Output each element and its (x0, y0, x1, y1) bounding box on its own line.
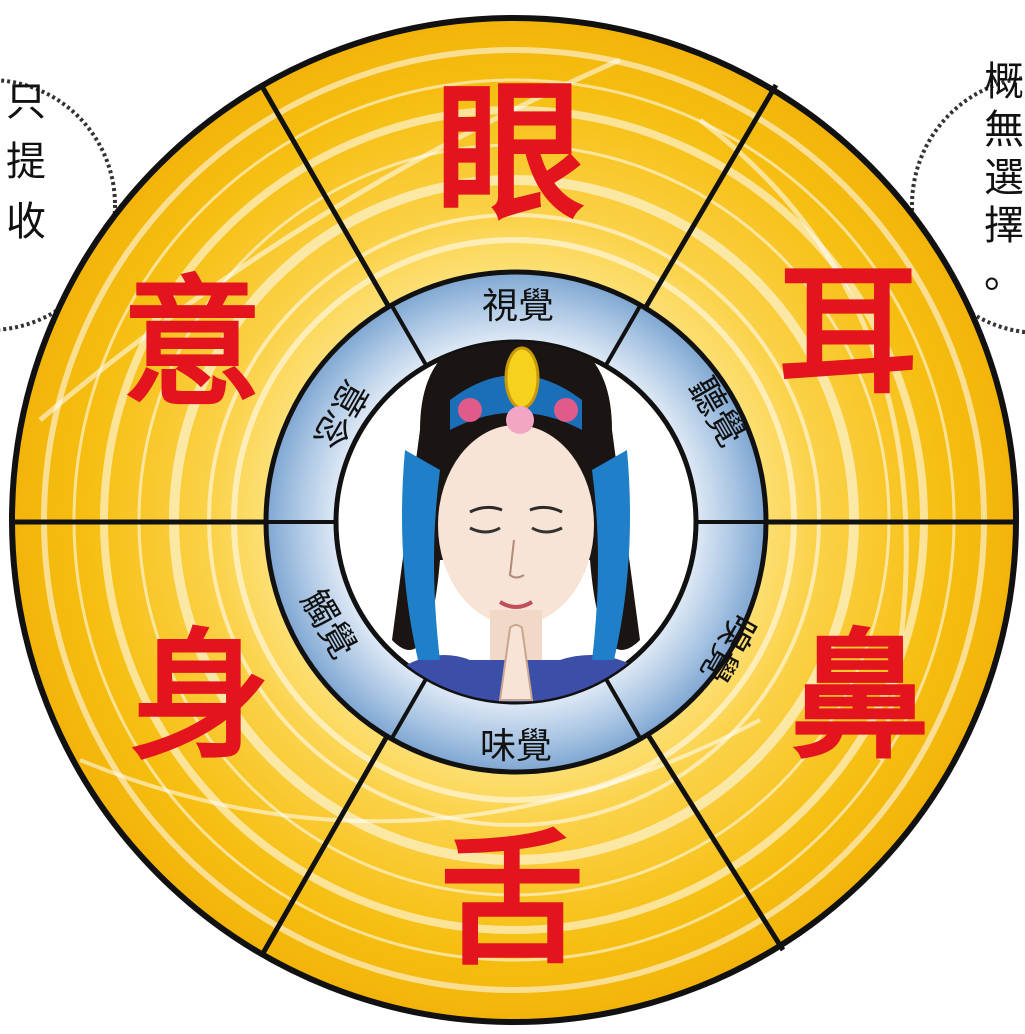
bubble-right-line: 無 (984, 107, 1024, 153)
sense-organ-labels: 眼 耳 鼻 舌 身 意 (122, 67, 930, 985)
bubble-right-line: 選 (984, 155, 1024, 201)
bubble-right-line: 擇 (984, 203, 1024, 249)
bubble-left-line: 只 (6, 79, 46, 125)
speech-bubble-left-text: 只 提 收 (2, 72, 50, 252)
bubble-right-line: 概 (984, 59, 1024, 105)
bubble-left-line: 提 (6, 139, 46, 185)
organ-label-ear: 耳 (778, 251, 918, 414)
speech-bubble-right-text: 概 無 選 擇 。 (984, 58, 1025, 298)
bodhisattva-portrait (333, 339, 699, 705)
organ-label-tongue: 舌 (440, 816, 585, 985)
perception-labels: 視覺 聽覺 嗅覺 味覺 觸覺 意念 (292, 286, 764, 767)
bubble-left-line: 收 (6, 199, 46, 245)
organ-label-nose: 鼻 (790, 616, 930, 779)
bubble-right-line: 。 (984, 251, 1024, 297)
organ-label-eye: 眼 (435, 67, 585, 241)
perception-label-taste: 味覺 (480, 726, 552, 767)
perception-label-sight: 視覺 (482, 286, 554, 327)
organ-label-body: 身 (130, 616, 270, 779)
organ-label-mind: 意 (122, 263, 262, 426)
